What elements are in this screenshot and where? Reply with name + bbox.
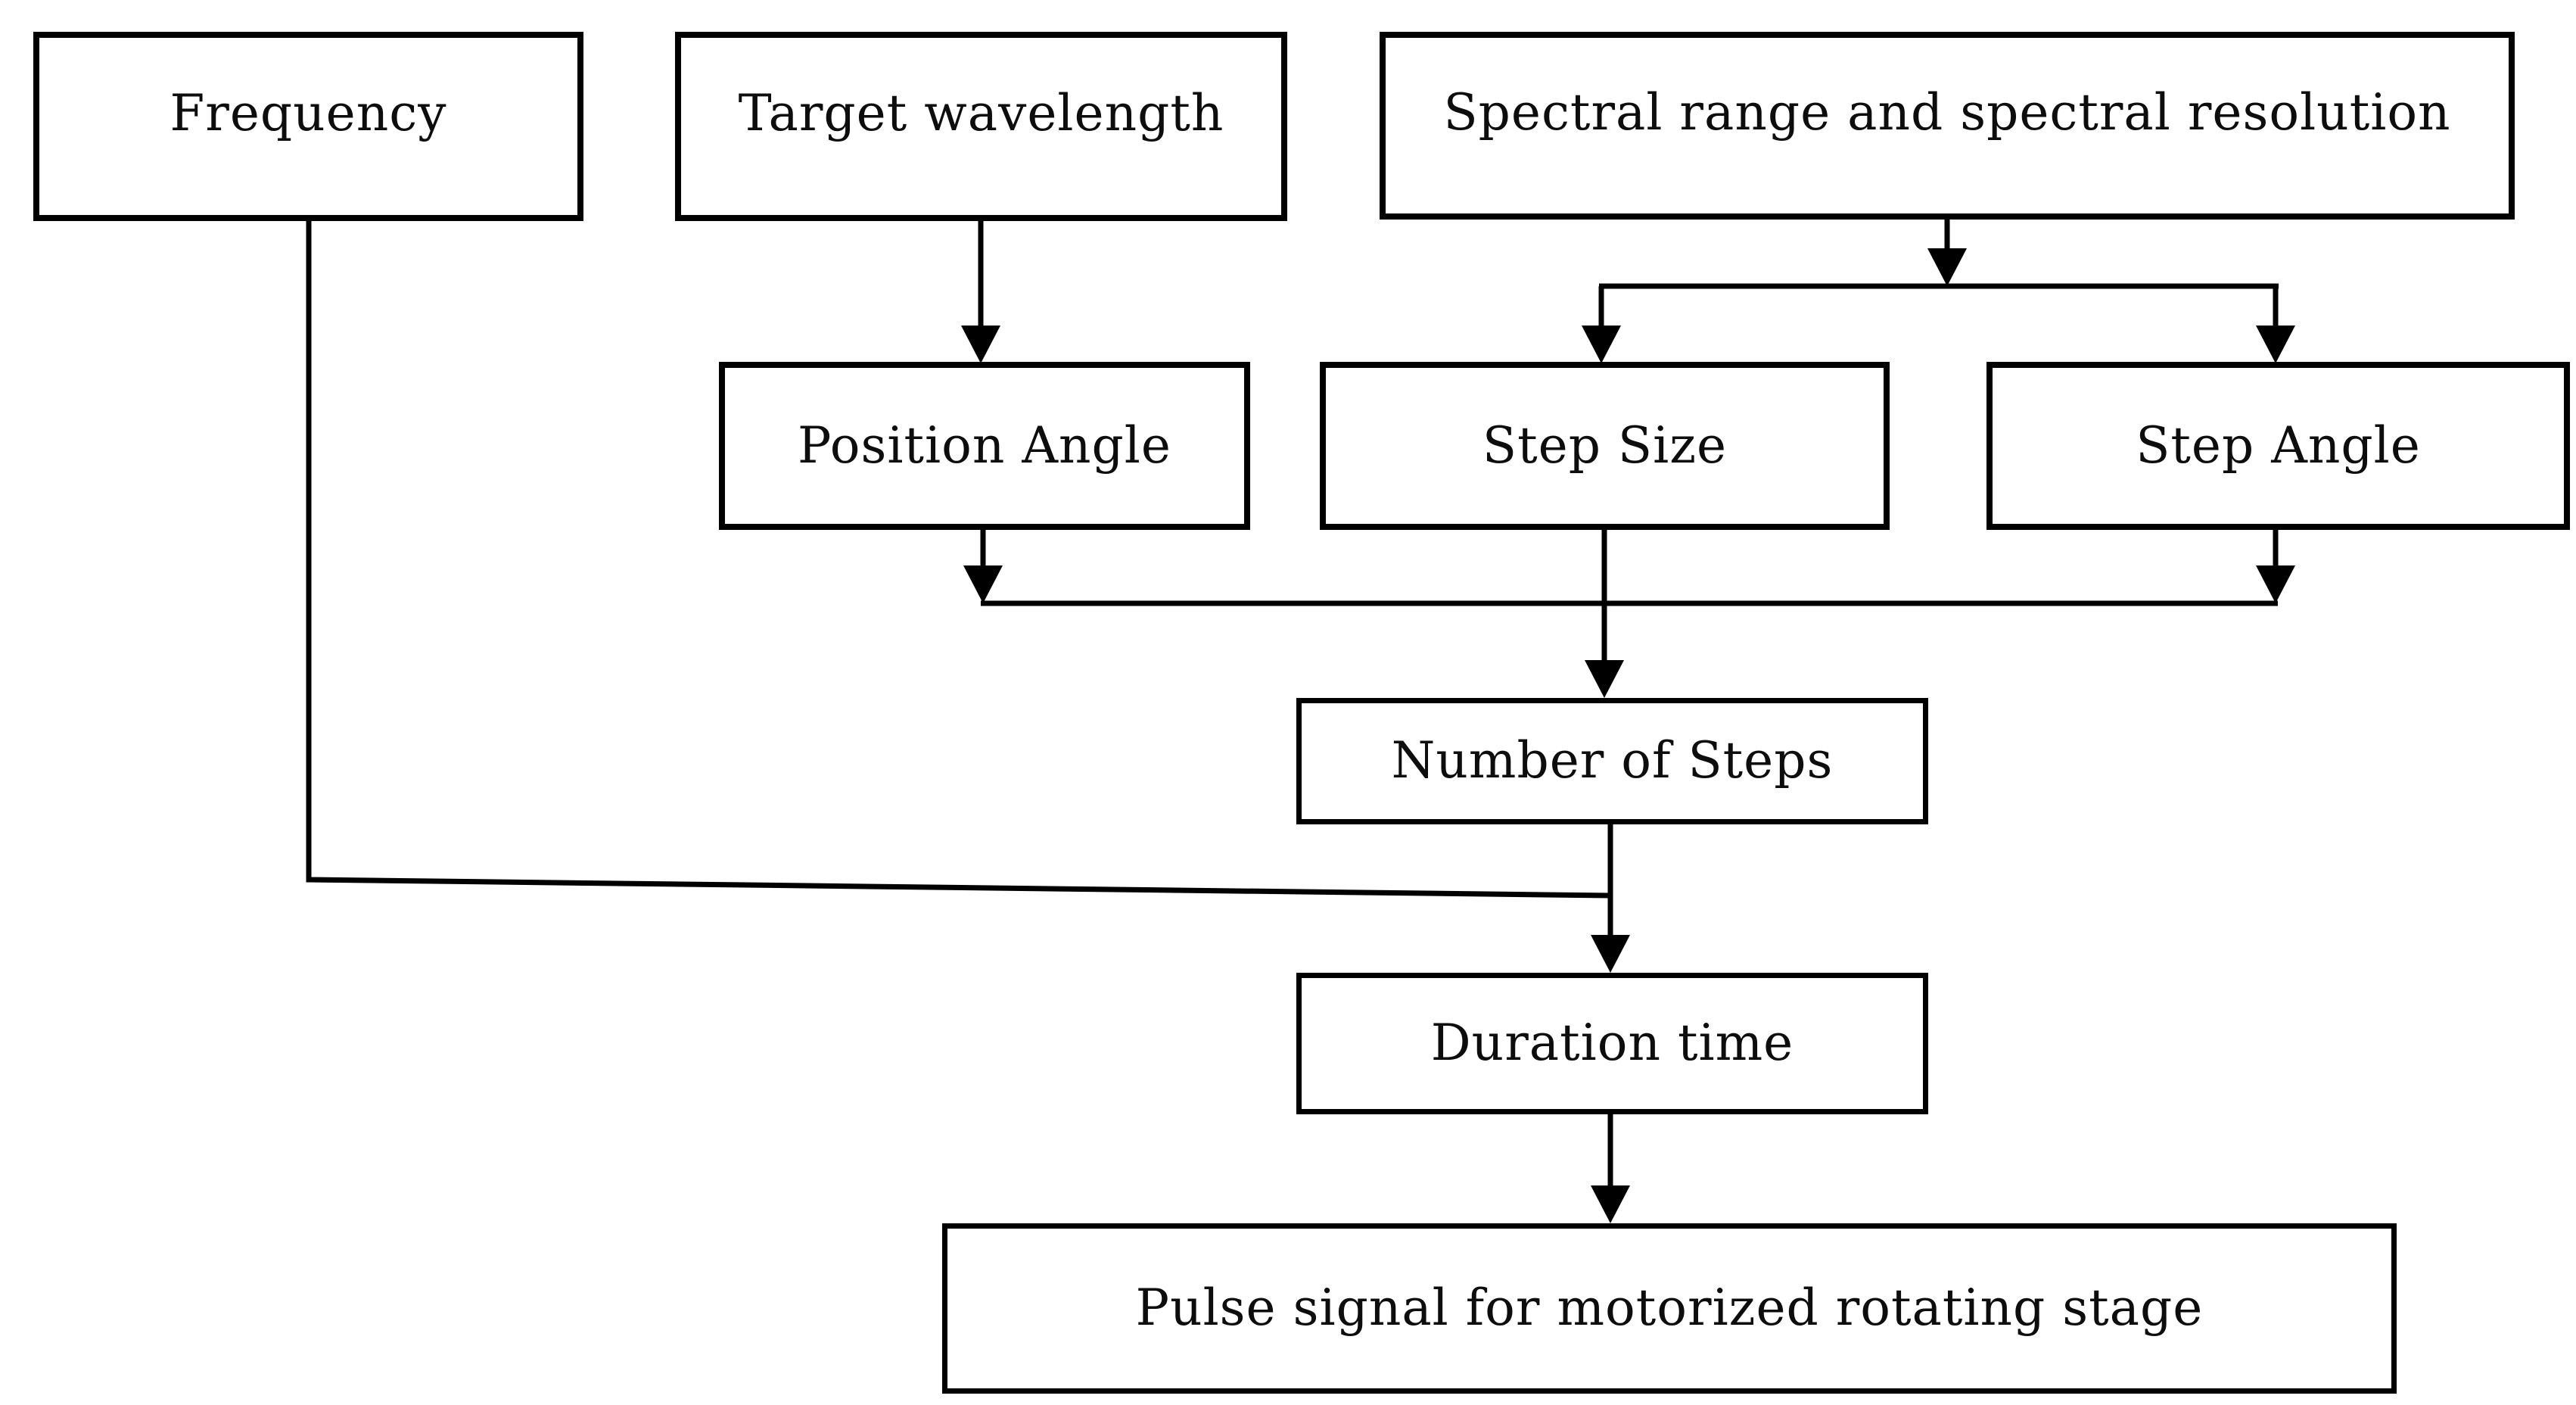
node-number-of-steps: Number of Steps [1296, 698, 1928, 824]
arrow-split-to-step-angle [2256, 286, 2295, 363]
node-step-size-label: Step Size [1482, 416, 1728, 475]
node-duration-time: Duration time [1296, 973, 1928, 1114]
node-step-angle: Step Angle [1986, 362, 2570, 530]
node-target-wavelength-label: Target wavelength [738, 83, 1224, 142]
arrow-duration-to-pulse [1591, 1111, 1630, 1223]
node-pulse-signal-label: Pulse signal for motorized rotating stag… [1135, 1279, 2204, 1338]
node-pulse-signal: Pulse signal for motorized rotating stag… [942, 1223, 2397, 1394]
arrow-number-of-steps-to-duration [1591, 822, 1630, 973]
node-number-of-steps-label: Number of Steps [1391, 731, 1834, 790]
arrow-step-angle-to-merge [2256, 527, 2295, 603]
arrow-step-size-to-number-of-steps [1585, 527, 1624, 698]
arrow-position-angle-to-merge [963, 527, 1003, 603]
node-frequency: Frequency [33, 32, 583, 221]
arrow-target-to-position-angle [961, 217, 1000, 363]
arrow-split-to-step-size [1582, 286, 1621, 363]
node-position-angle: Position Angle [719, 362, 1250, 530]
node-step-angle-label: Step Angle [2136, 416, 2421, 475]
node-spectral-range-label: Spectral range and spectral resolution [1443, 83, 2451, 142]
node-step-size: Step Size [1320, 362, 1890, 530]
node-frequency-label: Frequency [170, 83, 447, 142]
node-position-angle-label: Position Angle [798, 416, 1171, 475]
arrow-spectral-to-split [1927, 216, 1967, 286]
node-spectral-range: Spectral range and spectral resolution [1380, 32, 2515, 220]
line-frequency-elbow [306, 218, 1611, 899]
node-duration-time-label: Duration time [1430, 1014, 1794, 1073]
node-target-wavelength: Target wavelength [675, 32, 1287, 221]
